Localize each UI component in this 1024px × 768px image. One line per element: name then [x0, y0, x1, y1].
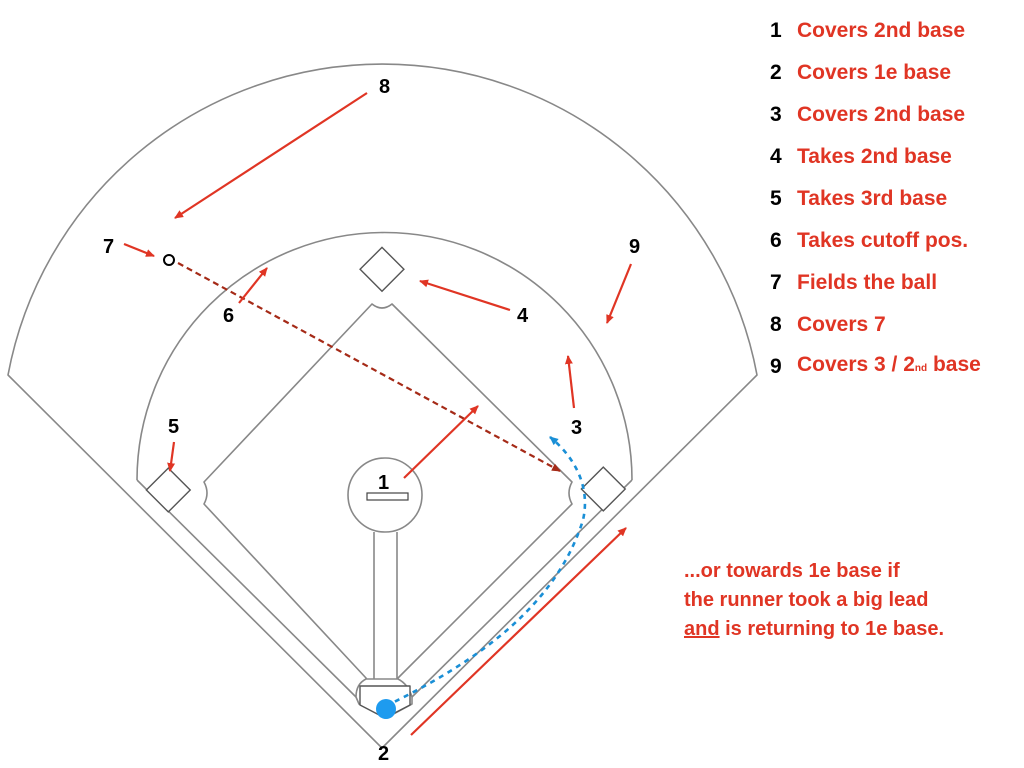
first-base-note: ...or towards 1e base if the runner took… — [684, 557, 1014, 644]
legend: 1 Covers 2nd base 2 Covers 1e base 3 Cov… — [766, 10, 1016, 388]
legend-text: Covers 7 — [797, 313, 886, 336]
note-line: and is returning to 1e base. — [684, 615, 1014, 644]
legend-number: 2 — [770, 61, 782, 84]
legend-text-part: Covers 3 / 2 — [797, 353, 915, 376]
legend-text: Covers 1e base — [797, 61, 952, 84]
ball-dot — [376, 699, 396, 719]
arrow-catcher — [410, 527, 627, 736]
legend-text: Covers 2nd base — [797, 19, 966, 42]
pitchers-rubber — [366, 492, 409, 501]
third-base — [145, 467, 192, 513]
baseline-3rd-outer — [136, 479, 357, 698]
arrow-right-fielder — [605, 263, 633, 324]
arrow-first-baseman — [564, 355, 576, 409]
arrow-shortstop — [238, 267, 268, 304]
label-first-base: 3 — [571, 417, 582, 439]
legend-item: 2 Covers 1e base — [766, 52, 1016, 94]
outfield-fence — [7, 63, 758, 749]
infield-arc — [136, 231, 633, 481]
label-third-base: 5 — [168, 416, 179, 438]
label-right-field: 9 — [629, 236, 640, 258]
legend-text: Covers 3 / 2nd base — [797, 350, 981, 384]
legend-number: 7 — [770, 271, 782, 294]
legend-item: 3 Covers 2nd base — [766, 94, 1016, 136]
second-base — [359, 246, 405, 293]
legend-item: 7 Fields the ball — [766, 262, 1016, 304]
legend-text-part: base — [927, 353, 981, 376]
arrow-center-fielder — [174, 92, 368, 219]
label-left-field: 7 — [103, 236, 114, 258]
arrow-second-baseman — [419, 279, 511, 312]
legend-text: Covers 2nd base — [797, 103, 966, 126]
legend-number: 8 — [770, 313, 782, 336]
label-pitcher: 1 — [378, 472, 389, 494]
legend-number: 5 — [770, 187, 782, 210]
legend-item: 1 Covers 2nd base — [766, 10, 1016, 52]
mound-path — [373, 532, 398, 683]
legend-number: 9 — [770, 355, 782, 378]
baseline-1st-outer — [411, 479, 633, 698]
legend-number: 3 — [770, 103, 782, 126]
legend-superscript: nd — [914, 363, 928, 374]
legend-item: 5 Takes 3rd base — [766, 178, 1016, 220]
label-catcher: 2 — [378, 743, 389, 765]
note-underlined-word: and — [684, 618, 720, 640]
label-center-field: 8 — [379, 76, 390, 98]
label-second-base: 4 — [517, 305, 529, 327]
legend-item: 4 Takes 2nd base — [766, 136, 1016, 178]
legend-text: Takes cutoff pos. — [797, 229, 969, 252]
arrow-pitcher — [403, 405, 479, 479]
note-line: ...or towards 1e base if — [684, 560, 900, 582]
legend-text: Takes 3rd base — [797, 187, 948, 210]
arrow-third-baseman — [167, 441, 176, 472]
legend-item: 6 Takes cutoff pos. — [766, 220, 1016, 262]
note-line: the runner took a big lead — [684, 589, 929, 611]
legend-number: 4 — [770, 145, 782, 168]
legend-item: 8 Covers 7 — [766, 304, 1016, 346]
legend-number: 1 — [770, 19, 782, 42]
runner-path — [385, 435, 587, 708]
legend-text: Takes 2nd base — [797, 145, 952, 168]
arrow-left-fielder — [123, 242, 155, 258]
first-base — [580, 466, 627, 512]
legend-number: 6 — [770, 229, 782, 252]
label-shortstop: 6 — [223, 305, 234, 327]
note-text: is returning to 1e base. — [719, 618, 945, 640]
legend-item: 9 Covers 3 / 2nd base — [766, 346, 1016, 388]
fielder-7-spot — [163, 254, 175, 266]
legend-text: Fields the ball — [797, 271, 938, 294]
throw-line — [177, 262, 561, 472]
